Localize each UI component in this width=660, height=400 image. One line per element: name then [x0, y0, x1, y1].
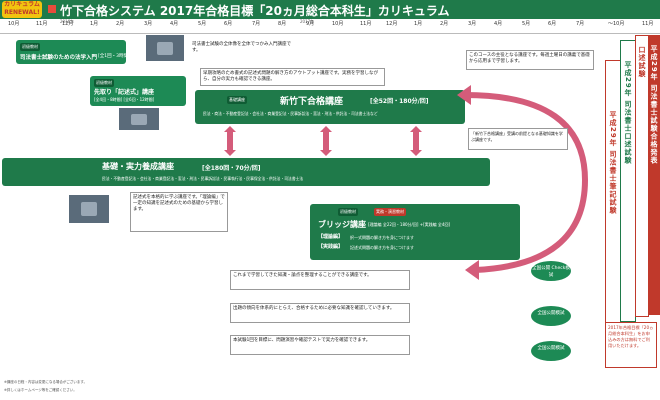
bridge-title: ブリッジ講座: [318, 220, 366, 229]
kiso-course-bar[interactable]: 基礎・実力養成講座 [全180回・70分/回] 民法・不動産登記法・会社法・商業…: [2, 158, 490, 186]
timeline-month: 11月: [360, 21, 372, 27]
lecture-photo: [118, 107, 160, 131]
timeline-month: 1月: [90, 21, 99, 27]
bridge-tag1: 初級教材: [338, 208, 358, 216]
bridge-course-bar[interactable]: 初級教材 実務・演習教材 ブリッジ講座 [理論編 全22回・180分/回] +[…: [310, 204, 520, 260]
main-course-bar[interactable]: 基礎講座 新竹下合格講座 [全52回・180分/回] 民法・商法・不動産登記法・…: [195, 90, 465, 124]
intro-tag: 初級教材: [20, 43, 40, 51]
renewal-badge: カリキュラム RENEWAL!: [2, 1, 42, 18]
bridge-count: [理論編 全22回・180分/回] +[実践編 全4回]: [368, 222, 451, 227]
practice-note-1: これまで学習してきた知識・論点を整理することができる講座です。: [230, 270, 410, 290]
timeline: 2016年 2017年 10月 11月 12月 1月 2月 3月 4月 5月 6…: [0, 19, 660, 34]
footnote-2: ※詳しくはホームページ等をご確認ください。: [4, 388, 77, 392]
timeline-month: 4月: [494, 21, 503, 27]
timeline-month: 10月: [8, 21, 20, 27]
timeline-month: 10月: [332, 21, 344, 27]
main-course-tag: 基礎講座: [227, 96, 247, 104]
timeline-month: 7月: [576, 21, 585, 27]
practice-note-2: 出題の傾向を体系的にとらえ、合格するために必要な知識を確認していきます。: [230, 303, 410, 323]
timeline-month: 12月: [386, 21, 398, 27]
kiso-note: 「新竹下合格講座」受講の前提となる基礎知識を学ぶ講座です。: [468, 128, 568, 150]
timeline-month: 7月: [252, 21, 261, 27]
main-course-title: 新竹下合格講座: [280, 97, 344, 107]
timeline-month: 9月: [306, 21, 315, 27]
kiso-sub: 民法・不動産登記法・会社法・商業登記法・憲法・刑法・民事訴訟法・民事執行法・民事…: [102, 176, 304, 181]
year-2016-label: 2016年: [60, 19, 75, 24]
timeline-month: 3月: [468, 21, 477, 27]
exam-panel-3: 口述試験: [635, 35, 649, 317]
timeline-month: 6月: [548, 21, 557, 27]
arrow-shaft: [413, 132, 419, 150]
timeline-month: 12月: [62, 21, 74, 27]
arrow-shaft: [227, 132, 233, 150]
timeline-month: 2月: [440, 21, 449, 27]
senko-course-bar[interactable]: 初級教材 先取り「記述式」講座 [全4回・8時間] [全6回・12時間]: [90, 76, 186, 106]
senko-title: 先取り「記述式」講座: [94, 89, 155, 96]
exam-panel-1: 平成29年 司法書士筆記試験: [605, 60, 621, 362]
bridge-jissen-label: 【実践編】: [318, 244, 344, 250]
practice-note-3: 本試験1回を目標に、問題演習や確認テストで実力を確認できます。: [230, 335, 410, 355]
kiso-count: [全180回・70分/回]: [202, 165, 261, 172]
senko-tag: 初級教材: [94, 79, 114, 87]
arrow-shaft: [323, 132, 329, 150]
arrow-down-icon: [224, 150, 236, 156]
exam-panel-4: 平成29年 司法書士試験合格発表: [648, 35, 660, 315]
timeline-month: 6月: [224, 21, 233, 27]
exam-panel-2-text: 平成29年 司法書士口述試験: [624, 61, 632, 165]
exam-panel-4-text: 平成29年 司法書士試験合格発表: [650, 45, 658, 165]
lecture-photo: [145, 34, 185, 62]
arrow-down-icon: [410, 150, 422, 156]
loop-arrow-icon: [457, 85, 589, 280]
timeline-month: 3月: [144, 21, 153, 27]
timeline-month: 2月: [116, 21, 125, 27]
kiso-title: 基礎・実力養成講座: [102, 162, 174, 171]
arrow-up-icon: [224, 126, 236, 132]
arrow-up-icon: [320, 126, 332, 132]
arrow-up-icon: [410, 126, 422, 132]
exam-panel-3-text: 口述試験: [638, 46, 646, 78]
mock-exam-bubble-2[interactable]: 全国公開模試: [530, 305, 572, 327]
bridge-riron-desc: 択一式問題の解き方を身につけます: [350, 235, 414, 240]
bridge-tag2: 実務・演習教材: [374, 208, 406, 216]
page-header: [0, 0, 660, 19]
page-title: 竹下合格システム 2017年合格目標「20ヵ月総合本科生」カリキュラム: [60, 4, 450, 18]
bridge-jissen-desc: 記述式問題の解き方を身につけます: [350, 245, 414, 250]
intro-sub: [全1回・3時間]: [98, 54, 130, 59]
year-2017-label: 2017年: [300, 19, 315, 24]
timeline-month: 11月: [36, 21, 48, 27]
main-course-sub: 民法・商法・不動産登記法・会社法・商業登記法・民事訴訟法・憲法・刑法・供託法・司…: [203, 111, 378, 116]
bridge-riron-label: 【理論編】: [318, 234, 344, 240]
timeline-month: 11月: [642, 21, 654, 27]
mock-exam-bubble-3[interactable]: 全国公開模試: [530, 340, 572, 362]
senko-sub: [全4回・8時間] [全6回・12時間]: [94, 97, 155, 102]
main-course-note: このコースの主役となる講座です。毎週土曜日の講義で基礎から応用まで学習します。: [466, 50, 594, 70]
exam-panel-1-text: 平成29年 司法書士筆記試験: [609, 111, 617, 215]
exam-panel-2: 平成29年 司法書士口述試験: [620, 40, 636, 322]
bullet-square-icon: [48, 5, 56, 13]
footnote-1: ※講座の日程・内容は変更になる場合がございます。: [4, 380, 88, 384]
intro-course-bar[interactable]: 初級教材 司法書士試験のための法学入門 [全1回・3時間]: [16, 40, 130, 64]
timeline-month: 1月: [414, 21, 423, 27]
mock-exam-bubble-1[interactable]: 全国公開 Check模試: [530, 260, 572, 282]
main-course-count: [全52回・180分/回]: [370, 98, 429, 105]
arrow-down-icon: [320, 150, 332, 156]
lecture-photo: [68, 194, 110, 224]
timeline-month: 4月: [170, 21, 179, 27]
intro-title: 司法書士試験のための法学入門: [20, 55, 98, 61]
timeline-month: 5月: [198, 21, 207, 27]
timeline-month: 8月: [278, 21, 287, 27]
intro-desc: 司法書士試験の全体像を全体でつかみ入門講座です。: [190, 40, 300, 53]
timeline-month: 〜10月: [608, 21, 625, 27]
senko-desc: 早期攻略のため書式の記述式問題の解き方のアウトプット講座です。実務を学習しながら…: [200, 68, 385, 86]
timeline-month: 5月: [522, 21, 531, 27]
promo-box: 2017年合格目標「20ヵ月総合本科生」をお申込みの方は無料でご利用いただけます…: [605, 322, 657, 368]
bridge-left-note: 記述式を本格的に学ぶ講座です。「理論編」で一定の知識を記述式のための基礎から学習…: [130, 192, 228, 232]
